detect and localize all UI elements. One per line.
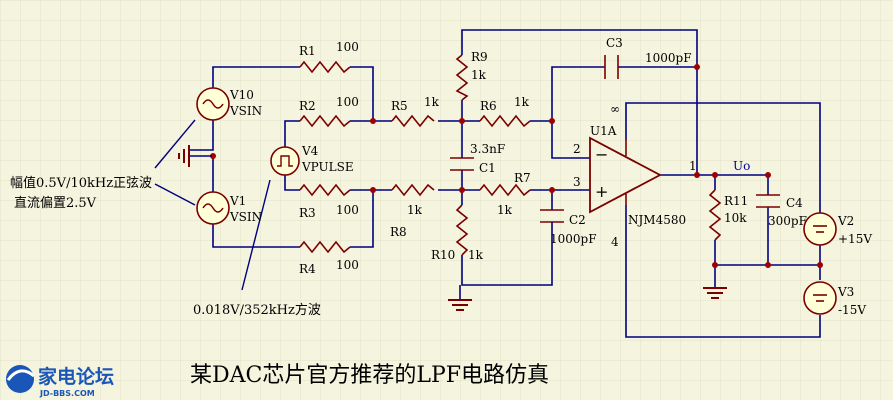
logo-text-en: JD-BBS.COM [39,389,95,398]
pin-8-label: ∞ [610,102,620,116]
r9-ref: R9 [471,50,488,64]
ground-symbol-input [178,145,212,167]
capacitor-c3-symbol [604,55,619,79]
inverting-input-label: − [595,145,608,164]
pulse-source-v4-symbol [270,146,300,176]
resistor-r2-symbol [299,114,351,128]
r11-value: 10k [724,211,747,225]
r1-value: 100 [336,40,359,54]
output-net-label: Uo [733,159,750,173]
junction-dots [210,64,823,268]
resistor-r5-symbol [391,114,435,128]
r10-ref: R10 [431,248,455,262]
resistor-r8-symbol [391,183,435,197]
capacitor-c4-symbol [756,194,780,208]
v4-value: VPULSE [301,160,354,174]
r7-value: 1k [497,203,513,217]
capacitor-c1-symbol [450,157,474,171]
site-logo: 家电论坛 JD-BBS.COM [6,365,114,398]
dc-offset-note: 直流偏置2.5V [14,196,97,211]
sine-source-v1-symbol [196,191,230,225]
c3-value: 1000pF [645,51,692,65]
c2-value: 1000pF [550,232,597,246]
sine-amplitude-note: 幅值0.5V/10kHz正弦波 [10,175,152,191]
c1-ref: C1 [479,161,496,175]
r6-value: 1k [514,95,530,109]
ground-symbol-output [703,287,727,299]
logo-text-cn: 家电论坛 [38,365,114,388]
v4-ref: V4 [301,144,319,158]
pin-2-label: 2 [573,142,581,156]
r2-value: 100 [336,95,359,109]
r5-ref: R5 [391,99,408,113]
pin-labels: 2 3 1 4 ∞ − + Uo [573,102,750,249]
resistor-r6-symbol [479,114,531,128]
ground-symbol-filter [448,299,472,311]
noninverting-input-label: + [595,182,608,201]
c4-value: 300pF [768,214,807,228]
dc-source-v3-symbol [803,281,837,315]
v10-ref: V10 [229,88,254,102]
dc-source-v2-symbol [803,212,837,246]
r10-value: 1k [468,248,484,262]
r6-ref: R6 [480,99,497,113]
diagram-title: 某DAC芯片官方推荐的LPF电路仿真 [190,363,549,388]
v1-ref: V1 [229,194,246,208]
v2-ref: V2 [837,214,854,228]
v3-value: -15V [838,303,866,317]
resistor-r1-symbol [299,60,351,74]
u1a-value: NJM4580 [628,213,686,227]
resistor-r10-symbol [455,204,469,256]
r3-ref: R3 [299,206,316,220]
c3-ref: C3 [606,36,623,50]
v1-value: VSIN [229,210,262,224]
c4-ref: C4 [786,196,803,210]
v3-ref: V3 [837,285,854,299]
r5-value: 1k [424,95,440,109]
component-labels: V10 VSIN V1 VSIN V4 VPULSE R1 100 R2 100… [229,36,872,317]
resistor-r7-symbol [479,183,531,197]
annotation-notes: 幅值0.5V/10kHz正弦波 直流偏置2.5V 0.018V/352kHz方波 [10,175,321,318]
c1-value: 3.3nF [470,142,505,156]
r9-value: 1k [471,68,487,82]
resistor-r9-symbol [455,54,469,101]
r3-value: 100 [336,203,359,217]
v10-value: VSIN [229,104,262,118]
u1a-ref: U1A [590,124,617,138]
r7-ref: R7 [514,171,531,185]
r2-ref: R2 [299,99,316,113]
r8-ref: R8 [390,225,407,239]
pin-4-label: 4 [611,235,619,249]
r4-value: 100 [336,258,359,272]
square-wave-note: 0.018V/352kHz方波 [193,302,321,318]
r1-ref: R1 [299,44,316,58]
resistor-r4-symbol [299,240,351,254]
opamp-u1a-symbol [589,136,662,214]
r11-ref: R11 [724,194,748,208]
capacitor-c2-symbol [540,209,564,228]
annotation-pointers [154,119,271,291]
resistor-r3-symbol [299,183,351,197]
pin-3-label: 3 [573,175,581,189]
r8-value: 1k [407,203,423,217]
sine-source-v10-symbol [196,87,230,121]
r4-ref: R4 [299,262,316,276]
c2-ref: C2 [569,213,586,227]
pin-1-label: 1 [689,159,697,173]
v2-value: +15V [838,232,872,246]
resistor-r11-symbol [708,189,722,241]
